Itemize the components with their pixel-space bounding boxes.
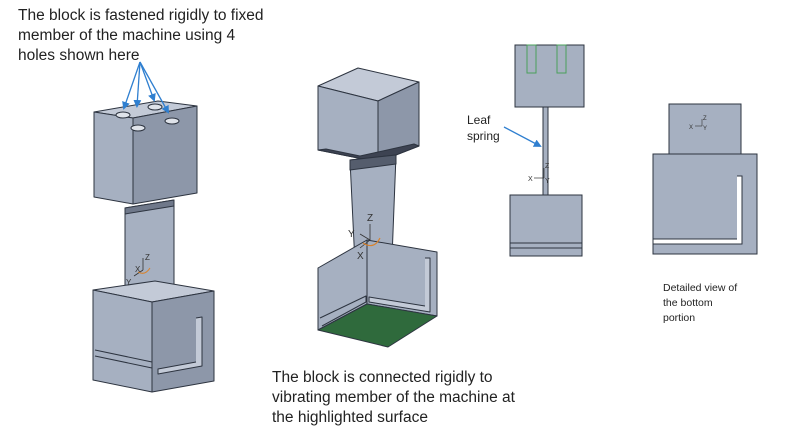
- fastened-holes-caption: The block is fastened rigidly to fixed m…: [18, 6, 264, 66]
- axis-y-label: Y: [348, 229, 355, 240]
- hole-pointer-arrows: [122, 61, 169, 114]
- caption-line: spring: [467, 129, 500, 143]
- caption-line: Detailed view of: [663, 282, 738, 294]
- axis-z-label: Z: [367, 213, 373, 224]
- caption-line: portion: [663, 312, 696, 324]
- coordinate-triad: Z X Y: [528, 163, 550, 185]
- vibrating-surface-caption: The block is connected rigidly to vibrat…: [272, 368, 515, 428]
- axis-z-label: Z: [145, 253, 150, 262]
- detail-view-caption: Detailed view of the bottom portion: [663, 281, 737, 326]
- axis-x-label: X: [689, 125, 693, 131]
- groove-line: [94, 349, 153, 369]
- top-block-side-face: [132, 105, 198, 205]
- axis-z-label: Z: [703, 116, 707, 122]
- axis-x-label: X: [357, 251, 364, 262]
- front-view: [509, 44, 585, 257]
- leaf-spring-shadow: [349, 154, 397, 171]
- axis-x-label: X: [528, 176, 533, 183]
- axis-x-label: X: [135, 265, 141, 274]
- coordinate-triad: Z Y X: [348, 213, 381, 262]
- caption-line: the bottom: [663, 297, 713, 309]
- caption-line: The block is fastened rigidly to fixed: [18, 7, 264, 24]
- axis-y-label: Y: [545, 178, 550, 185]
- mounting-hole: [130, 124, 146, 132]
- leaf-spring-shadow: [124, 199, 175, 215]
- detail-view: [652, 103, 758, 255]
- bottom-block: [509, 194, 583, 257]
- caption-line: The block is connected rigidly to: [272, 369, 493, 386]
- detail-l-slot: [652, 175, 743, 245]
- highlighted-vibrating-surface: [317, 303, 438, 348]
- top-block-slot: [556, 44, 567, 74]
- top-block-front-face: [93, 111, 134, 205]
- groove-slot: [157, 316, 203, 375]
- caption-line: member of the machine using 4: [18, 27, 236, 44]
- mounting-hole: [164, 117, 180, 125]
- bottom-block-front-face: [92, 289, 153, 393]
- l-slot-corner: [319, 295, 367, 327]
- axis-y-label: Y: [126, 278, 132, 287]
- axis-y-label: Y: [703, 126, 707, 132]
- l-slot: [368, 257, 431, 313]
- mounting-hole: [147, 103, 163, 111]
- leaf-spring-label: Leaf spring: [467, 112, 500, 144]
- coordinate-triad: Z X Y: [689, 116, 707, 132]
- top-block-slot: [526, 44, 537, 74]
- center-assembly: [317, 67, 438, 348]
- leaf-spring-pointer-arrow: [503, 126, 542, 147]
- mounting-hole: [115, 111, 131, 119]
- detail-top-block: [668, 103, 742, 155]
- coordinate-triad: Z X Y: [126, 253, 151, 287]
- caption-line: vibrating member of the machine at: [272, 389, 515, 406]
- caption-line: the highlighted surface: [272, 409, 428, 426]
- caption-line: Leaf: [467, 113, 491, 127]
- axis-z-label: Z: [545, 163, 550, 170]
- left-assembly: [92, 100, 215, 393]
- top-block: [514, 44, 585, 108]
- bottom-block-side-face: [151, 290, 215, 393]
- caption-line: holes shown here: [18, 47, 140, 64]
